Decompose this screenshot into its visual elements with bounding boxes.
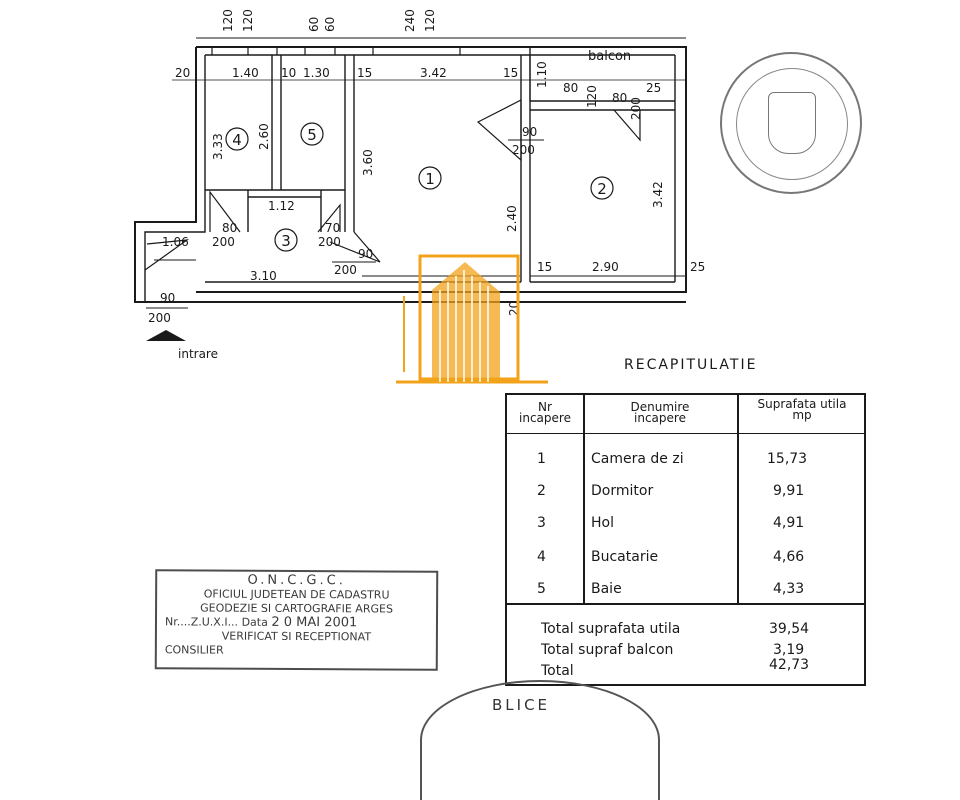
r2-right: 25 [690,260,705,274]
room-3-marker [274,228,298,252]
dim-top-6: 120 [423,9,437,32]
total-balcony-value: 3,19 [773,642,805,658]
stamp-line-5: VERIFICAT SI RECEPTIONAT [221,629,372,644]
recap-title: RECAPITULATIE [624,357,758,373]
door-5-w: 70 [325,221,340,235]
entry-width: 1.06 [162,235,189,249]
hall-small: 1.12 [268,199,295,213]
dim-r2-2: 1.40 [232,66,259,80]
door-5-h: 200 [318,235,341,249]
dim-r2-5: 15 [357,66,372,80]
dim-top-3: 60 [307,17,321,32]
door-4-w: 80 [222,221,237,235]
stamp-line-2: OFICIUL JUDETEAN DE CADASTRU [203,587,390,602]
entrance: intrare [146,330,218,361]
room-numbers [225,122,614,252]
balcony-label: balcon [588,49,631,64]
door-1-w: 90 [522,125,537,139]
room-1-number: 1 [425,170,435,188]
r2-width: 2.90 [592,260,619,274]
entrance-label: intrare [178,347,218,361]
entry-door-w: 90 [160,291,175,305]
col-divider-1 [583,395,585,603]
r2-bottom-left: 15 [537,260,552,274]
table-row: 5 Baie 4,33 [537,581,805,597]
dim-top-5: 240 [403,9,417,32]
round-seal [720,52,862,194]
room-3-number: 3 [281,232,291,250]
hall-len: 3.10 [250,269,277,283]
dim-r2-3: 10 [281,66,296,80]
entrance-arrow-icon [146,330,186,341]
dimension-lines [172,37,686,81]
bottom-seal-text: BLICE [492,696,551,714]
stamp-line-6: CONSILIER [164,643,224,657]
table-row: 4 Bucatarie 4,66 [537,549,805,565]
stamp-line-4: Nr....Z.U.X.I... Data 2 0 MAI 2001 [164,614,358,631]
door-4-h: 200 [212,235,235,249]
coat-of-arms-icon [768,92,816,154]
r5-height: 2.60 [257,123,271,150]
door-labels: 90 200 80 200 70 200 90 200 90 200 [146,125,544,325]
total-value: 42,73 [769,657,810,673]
table-row: 2 Dormitor 9,91 [537,483,805,499]
door-1-h: 200 [512,143,535,157]
door-1b-w: 90 [358,247,373,261]
total-useful-label: Total suprafata utila [541,621,681,637]
dim-r2-6: 3.42 [420,66,447,80]
dim-top-4: 60 [323,17,337,32]
totals-divider [507,603,864,605]
dim-top-2: 120 [241,9,255,32]
room-number-labels: 1 2 3 4 5 [232,126,607,250]
agency-logo [396,254,548,384]
table-row: 1 Camera de zi 15,73 [537,451,808,467]
entry-door-h: 200 [148,311,171,325]
floor-plan: 120 120 60 60 240 120 20 1.40 10 1.30 15… [134,9,705,384]
door-1b-h: 200 [334,263,357,277]
balcony-dim-2: 120 [585,85,599,108]
dim-r2-8: 1.10 [535,61,549,88]
r1-height: 3.60 [361,149,375,176]
balcony: balcon 80 120 80 200 25 [563,49,661,120]
dim-top-1: 120 [221,9,235,32]
total-useful-value: 39,54 [769,621,810,637]
dim-r2-4: 1.30 [303,66,330,80]
r1-lower: 2.40 [505,205,519,232]
room-2-number: 2 [597,180,607,198]
dim-r2-7: 15 [503,66,518,80]
room-5-number: 5 [307,126,317,144]
room-2-marker [590,176,614,200]
room-4-marker [225,127,249,151]
dim-r2-1: 20 [175,66,190,80]
r2-height: 3.42 [651,181,665,208]
total-label: Total [541,663,574,679]
total-balcony-label: Total supraf balcon [541,642,674,658]
dimension-labels-row2: 20 1.40 10 1.30 15 3.42 15 1.10 [175,61,549,88]
stamp-line-1: O.N.C.G.C. [247,572,346,589]
balcony-dim-4: 200 [629,97,643,120]
table-row: 3 Hol 4,91 [537,515,805,531]
dimension-labels-top: 120 120 60 60 240 120 [221,9,437,32]
recap-header [507,395,864,434]
r4-height: 3.33 [211,133,225,160]
room-5-marker [300,122,324,146]
balcony-dim-5: 25 [646,81,661,95]
room-dimension-labels: 3.33 2.60 3.60 2.40 3.42 1.12 1.06 3.10 … [162,123,705,316]
bottom-seal: BLICE [420,680,660,800]
room-1-marker [418,166,442,190]
col-divider-2 [737,395,739,603]
room-4-number: 4 [232,131,242,149]
balcony-dim-1: 80 [563,81,578,95]
cadastre-stamp: O.N.C.G.C. OFICIUL JUDETEAN DE CADASTRU … [154,569,439,671]
balcony-dim-3: 80 [612,91,627,105]
